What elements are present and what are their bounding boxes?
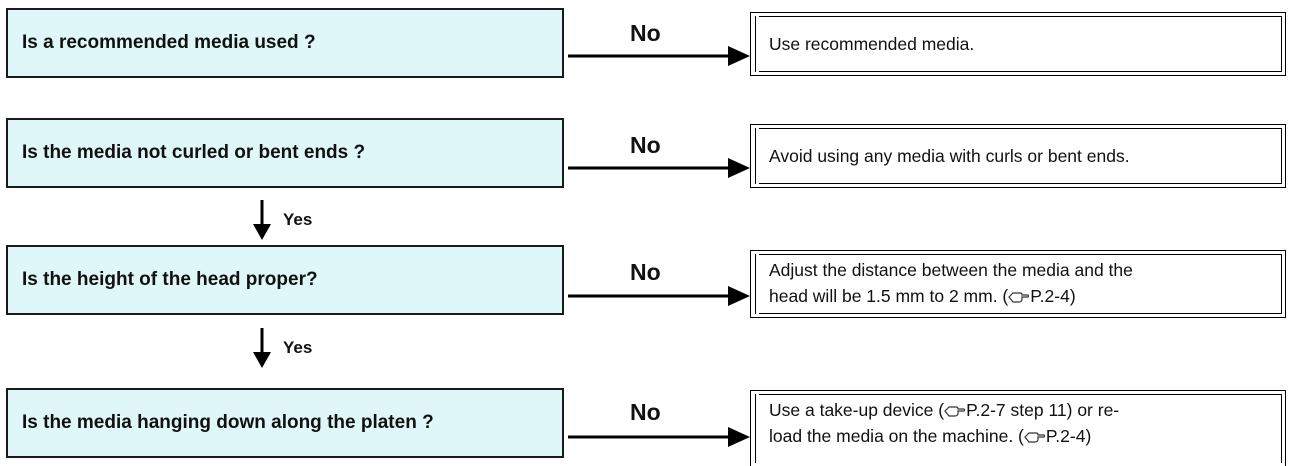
arrow-right-icon xyxy=(568,158,750,178)
question-text: Is the media not curled or bent ends ? xyxy=(22,142,366,163)
action-box-adjust-head-distance: Adjust the distance between the media an… xyxy=(750,250,1286,318)
question-box-head-height: Is the height of the head proper? xyxy=(6,245,564,315)
question-text: Is the height of the head proper? xyxy=(22,269,318,290)
no-label: No xyxy=(630,259,661,285)
no-label: No xyxy=(630,132,661,158)
yes-label: Yes xyxy=(283,338,313,357)
arrow-right-icon xyxy=(568,286,750,306)
hand-pointer-reference-icon xyxy=(1008,292,1030,303)
page-reference: P.2-4) xyxy=(1030,286,1076,306)
hand-pointer-reference-icon xyxy=(944,406,966,417)
no-label: No xyxy=(630,20,661,46)
question-box-recommended-media: Is a recommended media used ? xyxy=(6,8,564,78)
action-box-use-take-up-device: Use a take-up device ( P.2-7 step 11) or … xyxy=(750,390,1286,466)
arrow-down-icon xyxy=(253,200,271,240)
action-text-line-1b: P.2-7 step 11) or re- xyxy=(966,400,1120,420)
question-text: Is the media hanging down along the plat… xyxy=(22,412,434,433)
action-text: Use recommended media. xyxy=(769,34,975,54)
page-reference: P.2-4) xyxy=(1045,426,1092,446)
arrow-right-icon xyxy=(568,427,750,447)
action-text-line-2: head will be 1.5 mm to 2 mm. ( xyxy=(769,286,1009,306)
action-text-line-1: Adjust the distance between the media an… xyxy=(769,260,1133,280)
action-text: Avoid using any media with curls or bent… xyxy=(769,146,1130,166)
no-label: No xyxy=(630,399,661,425)
hand-pointer-reference-icon xyxy=(1024,432,1045,443)
arrow-right-icon xyxy=(568,46,750,66)
action-text-line-2: load the media on the machine. ( xyxy=(769,426,1024,446)
question-box-media-hanging: Is the media hanging down along the plat… xyxy=(6,388,564,458)
action-text-line-1a: Use a take-up device ( xyxy=(769,400,945,420)
action-box-avoid-curled-media: Avoid using any media with curls or bent… xyxy=(750,124,1286,188)
action-box-use-recommended-media: Use recommended media. xyxy=(750,12,1286,76)
arrow-down-icon xyxy=(253,328,271,368)
question-text: Is a recommended media used ? xyxy=(22,32,316,53)
yes-label: Yes xyxy=(283,210,313,229)
question-box-curled-media: Is the media not curled or bent ends ? xyxy=(6,118,564,188)
